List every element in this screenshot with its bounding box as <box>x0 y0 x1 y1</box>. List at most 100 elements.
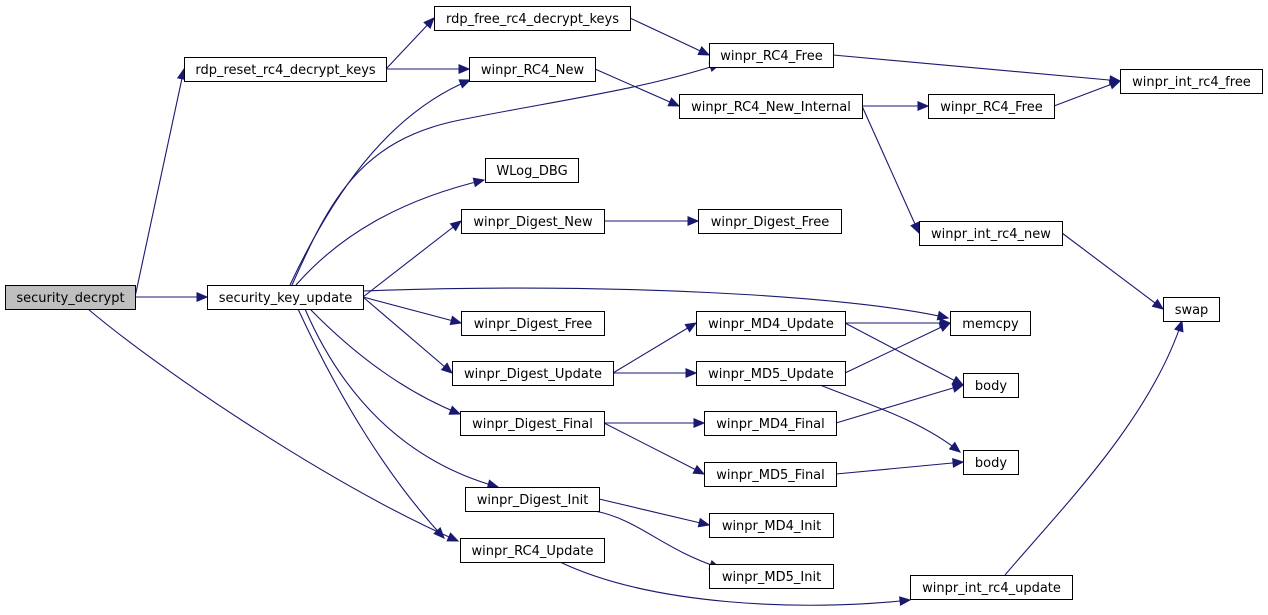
node-box <box>696 311 846 336</box>
arrowhead <box>687 216 700 226</box>
node-box <box>950 311 1031 336</box>
node-label: winpr_int_rc4_new <box>931 227 1051 242</box>
node-WLog-DBG[interactable]: WLog_DBG <box>485 158 579 183</box>
edge-winpr_RC4_Update-to-winpr_int_rc4_update <box>559 561 912 607</box>
node-box <box>1120 69 1263 94</box>
node-security-key-update[interactable]: security_key_update <box>207 285 364 310</box>
node-label: winpr_int_rc4_free <box>1132 75 1251 90</box>
node-winpr-Digest-Init[interactable]: winpr_Digest_Init <box>465 487 600 512</box>
node-winpr-MD4-Update[interactable]: winpr_MD4_Update <box>696 311 846 336</box>
node-box <box>184 57 387 82</box>
node-box <box>709 564 834 589</box>
node-winpr-int-rc4-update[interactable]: winpr_int_rc4_update <box>910 575 1073 600</box>
node-box <box>469 57 596 82</box>
node-box <box>698 209 842 234</box>
node-box <box>461 311 605 336</box>
arrowhead <box>697 517 711 528</box>
edge-rdp_reset_rc4_decrypt_keys-to-rdp_free_rc4_decrypt_keys <box>385 17 435 70</box>
arrowhead <box>448 405 462 415</box>
edge-security_key_update-to-winpr_Digest_Final <box>309 308 462 415</box>
node-rdp-free-rc4-decrypt-keys[interactable]: rdp_free_rc4_decrypt_keys <box>434 6 631 31</box>
node-winpr-MD5-Init[interactable]: winpr_MD5_Init <box>709 564 834 589</box>
arrowhead <box>667 97 681 107</box>
node-rdp-reset-rc4-decrypt-keys[interactable]: rdp_reset_rc4_decrypt_keys <box>184 57 387 82</box>
node-label: winpr_Digest_Final <box>472 417 593 432</box>
node-box <box>679 94 863 119</box>
arrowhead <box>458 79 472 89</box>
edge-winpr_RC4_New_Internal-to-winpr_RC4_Free_b <box>862 101 930 111</box>
node-winpr-int-rc4-new[interactable]: winpr_int_rc4_new <box>919 221 1063 246</box>
edge-winpr_int_rc4_new-to-swap <box>1061 232 1165 310</box>
node-label: body <box>975 456 1007 471</box>
node-box <box>485 158 579 183</box>
arrowhead <box>685 368 698 378</box>
edge-security_key_update-to-winpr_Digest_Init <box>304 308 500 489</box>
edge-winpr_int_rc4_update-to-swap <box>1004 319 1184 576</box>
node-winpr-Digest-Final[interactable]: winpr_Digest_Final <box>460 411 605 436</box>
edge-line <box>594 510 721 569</box>
node-label: WLog_DBG <box>496 164 567 179</box>
edge-line <box>295 179 485 286</box>
node-winpr-RC4-Free-a[interactable]: winpr_RC4_Free <box>709 43 834 68</box>
edge-rdp_reset_rc4_decrypt_keys-to-winpr_RC4_New <box>386 64 471 74</box>
node-label: winpr_RC4_New <box>481 63 585 78</box>
arrowhead <box>1108 80 1122 90</box>
node-winpr-RC4-Update[interactable]: winpr_RC4_Update <box>460 538 605 563</box>
node-body-b[interactable]: body <box>963 450 1019 475</box>
edge-line <box>612 322 697 374</box>
edge-winpr_Digest_Update-to-winpr_MD5_Update <box>613 368 698 378</box>
node-winpr-RC4-Free-b[interactable]: winpr_RC4_Free <box>928 94 1055 119</box>
edge-winpr_MD4_Update-to-body_a <box>844 322 965 386</box>
arrowhead <box>910 221 920 235</box>
edge-line <box>297 308 445 539</box>
node-box <box>696 361 846 386</box>
node-winpr-MD4-Init[interactable]: winpr_MD4_Init <box>709 513 834 538</box>
node-winpr-Digest-Free-a[interactable]: winpr_Digest_Free <box>698 209 842 234</box>
edge-security_key_update-to-winpr_Digest_Free_b <box>362 296 463 326</box>
node-winpr-MD4-Final[interactable]: winpr_MD4_Final <box>704 411 837 436</box>
node-body-a[interactable]: body <box>963 373 1019 398</box>
node-winpr-int-rc4-free[interactable]: winpr_int_rc4_free <box>1120 69 1263 94</box>
node-winpr-Digest-Free-b[interactable]: winpr_Digest_Free <box>461 311 605 336</box>
edge-line <box>309 308 461 415</box>
edge-line <box>1053 80 1121 107</box>
node-swap[interactable]: swap <box>1163 297 1220 322</box>
edge-security_decrypt-to-security_key_update <box>135 292 209 302</box>
node-label: body <box>975 379 1007 394</box>
edge-line <box>819 384 961 453</box>
node-winpr-MD5-Update[interactable]: winpr_MD5_Update <box>696 361 846 386</box>
edge-security_key_update-to-WLog_DBG <box>295 177 486 286</box>
arrowhead <box>899 596 912 607</box>
edge-line <box>844 322 951 374</box>
node-memcpy[interactable]: memcpy <box>950 311 1031 336</box>
arrowhead <box>692 464 706 475</box>
arrowhead <box>449 220 463 232</box>
node-winpr-MD5-Final[interactable]: winpr_MD5_Final <box>704 462 837 487</box>
edge-line <box>598 498 710 526</box>
arrowhead <box>948 441 962 453</box>
node-box <box>704 462 837 487</box>
arrowhead <box>697 46 711 56</box>
node-winpr-Digest-New[interactable]: winpr_Digest_New <box>461 209 605 234</box>
node-label: winpr_MD4_Update <box>708 317 834 332</box>
node-label: winpr_RC4_Free <box>940 100 1042 115</box>
node-box <box>452 361 614 386</box>
node-box <box>207 285 364 310</box>
node-winpr-Digest-Update[interactable]: winpr_Digest_Update <box>452 361 614 386</box>
edge-line <box>134 68 185 298</box>
edge-winpr_MD4_Final-to-body_a <box>835 383 965 424</box>
node-winpr-RC4-New[interactable]: winpr_RC4_New <box>469 57 596 82</box>
edge-line <box>362 220 462 298</box>
arrowhead <box>433 526 445 539</box>
edge-line <box>1061 232 1164 310</box>
edge-line <box>87 308 459 542</box>
edge-rdp_free_rc4_decrypt_keys-to-winpr_RC4_Free_a <box>629 17 711 56</box>
edge-winpr_MD5_Update-to-memcpy <box>844 322 952 374</box>
node-box <box>963 373 1019 398</box>
edges-layer <box>87 17 1184 607</box>
node-box <box>465 487 600 512</box>
node-security-decrypt[interactable]: security_decrypt <box>5 285 136 310</box>
node-label: winpr_RC4_Free <box>720 49 822 64</box>
arrowhead <box>440 362 453 374</box>
node-winpr-RC4-New-Internal[interactable]: winpr_RC4_New_Internal <box>679 94 863 119</box>
